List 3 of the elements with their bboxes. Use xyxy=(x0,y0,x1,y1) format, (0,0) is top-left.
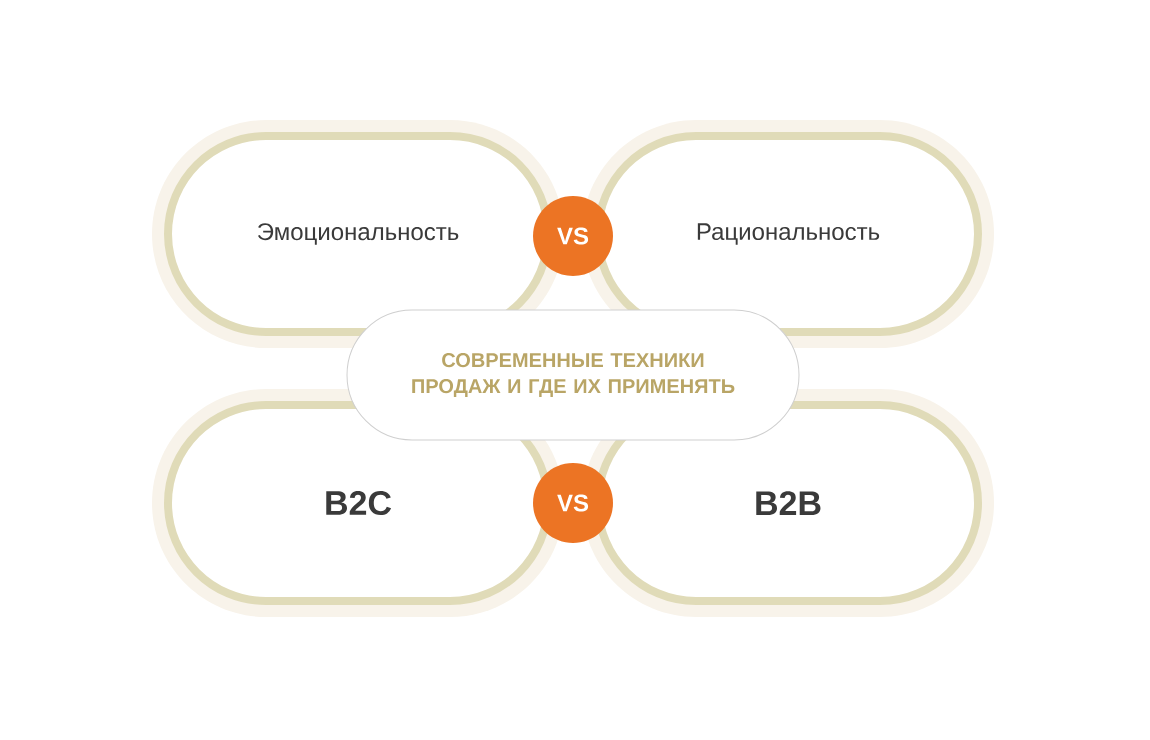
title-pill: СОВРЕМЕННЫЕ ТЕХНИКИ ПРОДАЖ И ГДЕ ИХ ПРИМЕНЯТЬ xyxy=(346,309,800,441)
vs-badge: VS xyxy=(533,463,613,543)
vs-badge: VS xyxy=(533,196,613,276)
